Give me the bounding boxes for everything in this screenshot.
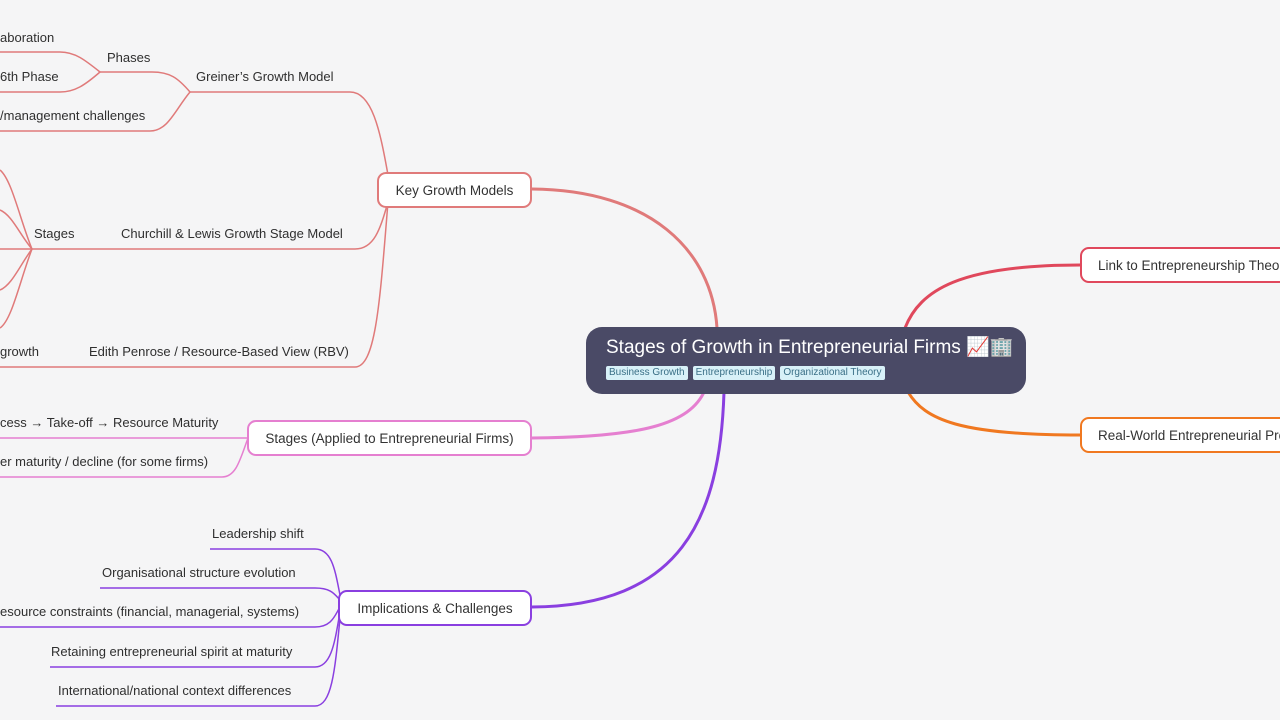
link-impl-2: [100, 587, 341, 601]
node-phase-elaboration[interactable]: aboration: [0, 30, 55, 45]
root-tags: Business Growth Entrepreneurship Organiz…: [606, 366, 1006, 380]
node-real-world-entrepreneurial[interactable]: Real-World Entrepreneurial Pro: [1080, 417, 1280, 453]
link-phases-b: [0, 71, 101, 93]
root-node[interactable]: Stages of Growth in Entrepreneurial Firm…: [586, 327, 1026, 394]
node-impl-context-differences[interactable]: International/national context differenc…: [58, 683, 292, 698]
node-link-entrepreneurship-theory[interactable]: Link to Entrepreneurship Theo: [1080, 247, 1280, 283]
link-kgm-penrose: [0, 201, 389, 368]
link-stages-5: [0, 248, 33, 329]
link-root-key-growth: [531, 187, 719, 329]
node-impl-resource-constraints[interactable]: esource constraints (financial, manageri…: [0, 604, 300, 619]
link-phases-a: [0, 51, 101, 73]
link-root-realworld: [906, 391, 1081, 437]
link-root-implications: [531, 391, 726, 609]
node-churchill-lewis[interactable]: Churchill & Lewis Growth Stage Model: [121, 226, 343, 241]
chart-building-emoji-icon: 📈🏢: [966, 337, 1014, 358]
link-stages-1: [0, 169, 33, 250]
node-impl-entrepreneurial-spirit[interactable]: Retaining entrepreneurial spirit at matu…: [51, 644, 293, 659]
link-kgm-greiner: [190, 91, 389, 176]
node-stages-sequence[interactable]: cess → Take-off → Resource Maturity: [0, 415, 219, 430]
link-stages-child2: [0, 437, 249, 478]
tag-entrepreneurship[interactable]: Entrepreneurship: [692, 366, 776, 380]
link-kgm-churchill: [32, 201, 389, 250]
node-greiner-phases[interactable]: Phases: [107, 50, 151, 65]
link-impl-5: [56, 617, 341, 707]
node-stages-maturity-decline[interactable]: er maturity / decline (for some firms): [0, 454, 209, 469]
link-impl-1: [210, 548, 341, 596]
node-impl-structure-evolution[interactable]: Organisational structure evolution: [102, 565, 296, 580]
node-phase-sixth[interactable]: 6th Phase: [0, 69, 59, 84]
link-greiner-phases: [100, 71, 191, 93]
node-penrose-rbv[interactable]: Edith Penrose / Resource-Based View (RBV…: [89, 344, 349, 359]
link-root-theory: [903, 263, 1081, 329]
root-title: Stages of Growth in Entrepreneurial Firm…: [606, 336, 1013, 360]
node-key-growth-models[interactable]: Key Growth Models: [377, 172, 532, 208]
node-penrose-growth[interactable]: growth: [0, 344, 40, 359]
tag-business-growth[interactable]: Business Growth: [606, 366, 688, 380]
tag-organizational-theory[interactable]: Organizational Theory: [780, 366, 885, 380]
link-greiner-challenges: [0, 91, 191, 132]
node-impl-leadership-shift[interactable]: Leadership shift: [212, 526, 304, 541]
node-implications-challenges[interactable]: Implications & Challenges: [338, 590, 532, 626]
link-stages-4: [0, 248, 33, 291]
root-title-text: Stages of Growth in Entrepreneurial Firm…: [606, 337, 961, 358]
node-greiner-model[interactable]: Greiner’s Growth Model: [196, 69, 334, 84]
node-greiner-challenges[interactable]: /management challenges: [0, 108, 146, 123]
link-stages-2: [0, 209, 33, 250]
node-churchill-stages[interactable]: Stages: [34, 226, 75, 241]
node-stages-applied[interactable]: Stages (Applied to Entrepreneurial Firms…: [247, 420, 532, 456]
link-root-stages: [531, 389, 707, 440]
